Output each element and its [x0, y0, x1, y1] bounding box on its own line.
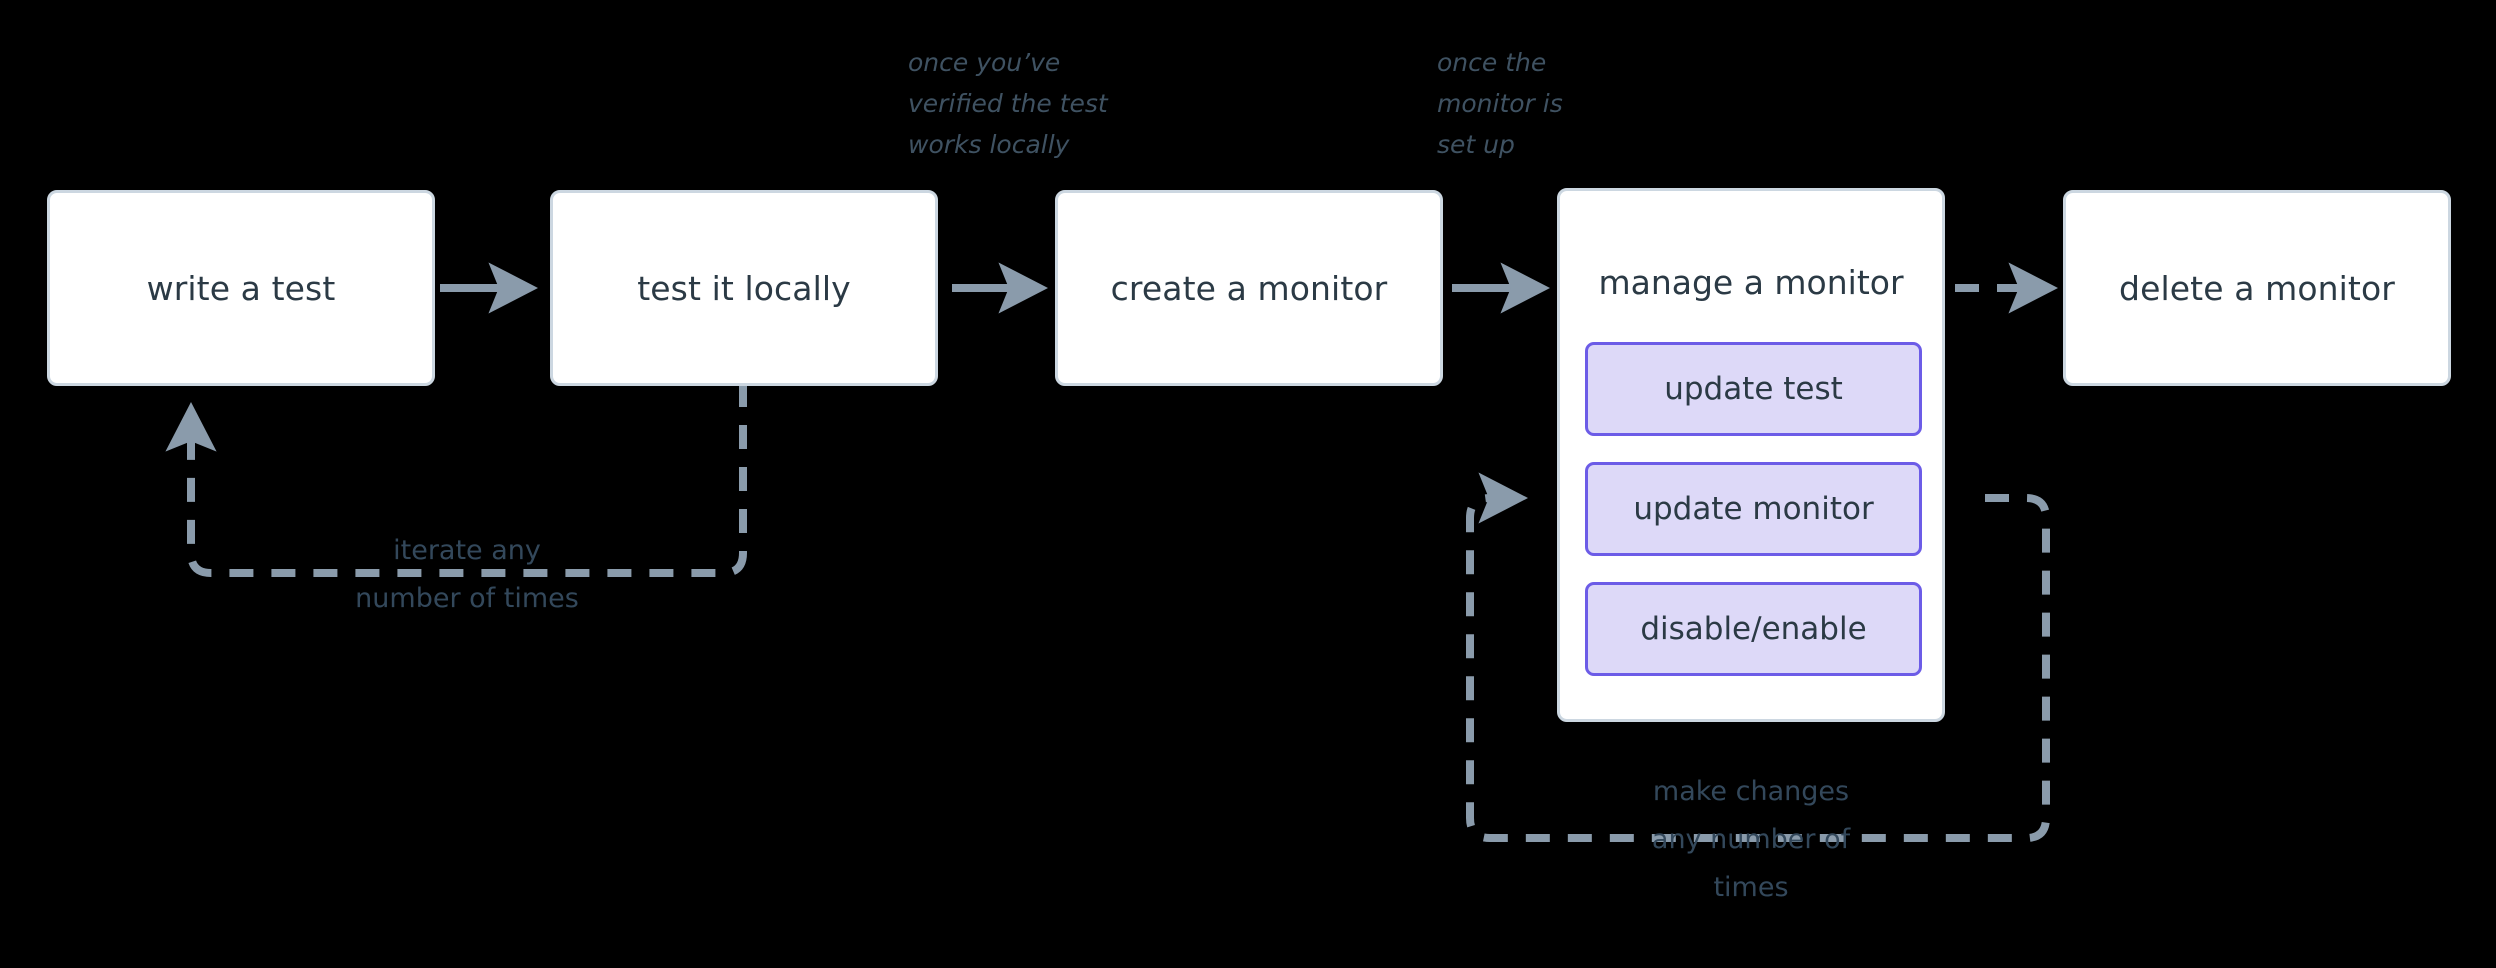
node-label-manage-a-monitor: manage a monitor — [1598, 263, 1904, 302]
node-manage-a-monitor[interactable]: manage a monitor update test update moni… — [1557, 188, 1945, 722]
edge-note-make-changes: make changes any number of times — [1651, 776, 1851, 903]
node-label-test-it-locally: test it locally — [637, 268, 851, 308]
node-write-a-test[interactable]: write a test — [47, 190, 435, 386]
node-label-write-a-test: write a test — [146, 268, 336, 308]
subnode-label-update-monitor: update monitor — [1633, 491, 1874, 527]
node-delete-a-monitor[interactable]: delete a monitor — [2063, 190, 2451, 386]
subnode-update-monitor[interactable]: update monitor — [1585, 462, 1922, 556]
edge-note-once-setup: once the monitor is set up — [1437, 48, 1563, 159]
node-label-delete-a-monitor: delete a monitor — [2119, 268, 2395, 308]
subnode-label-disable-enable: disable/enable — [1640, 611, 1867, 647]
subnode-label-update-test: update test — [1664, 371, 1843, 407]
node-create-a-monitor[interactable]: create a monitor — [1055, 190, 1443, 386]
node-label-create-a-monitor: create a monitor — [1110, 268, 1388, 308]
subnode-update-test[interactable]: update test — [1585, 342, 1922, 436]
subnode-disable-enable[interactable]: disable/enable — [1585, 582, 1922, 676]
edge-note-iterate: iterate any number of times — [355, 535, 579, 614]
edge-note-once-verified: once you’ve verified the test works loca… — [908, 48, 1108, 159]
node-test-it-locally[interactable]: test it locally — [550, 190, 938, 386]
